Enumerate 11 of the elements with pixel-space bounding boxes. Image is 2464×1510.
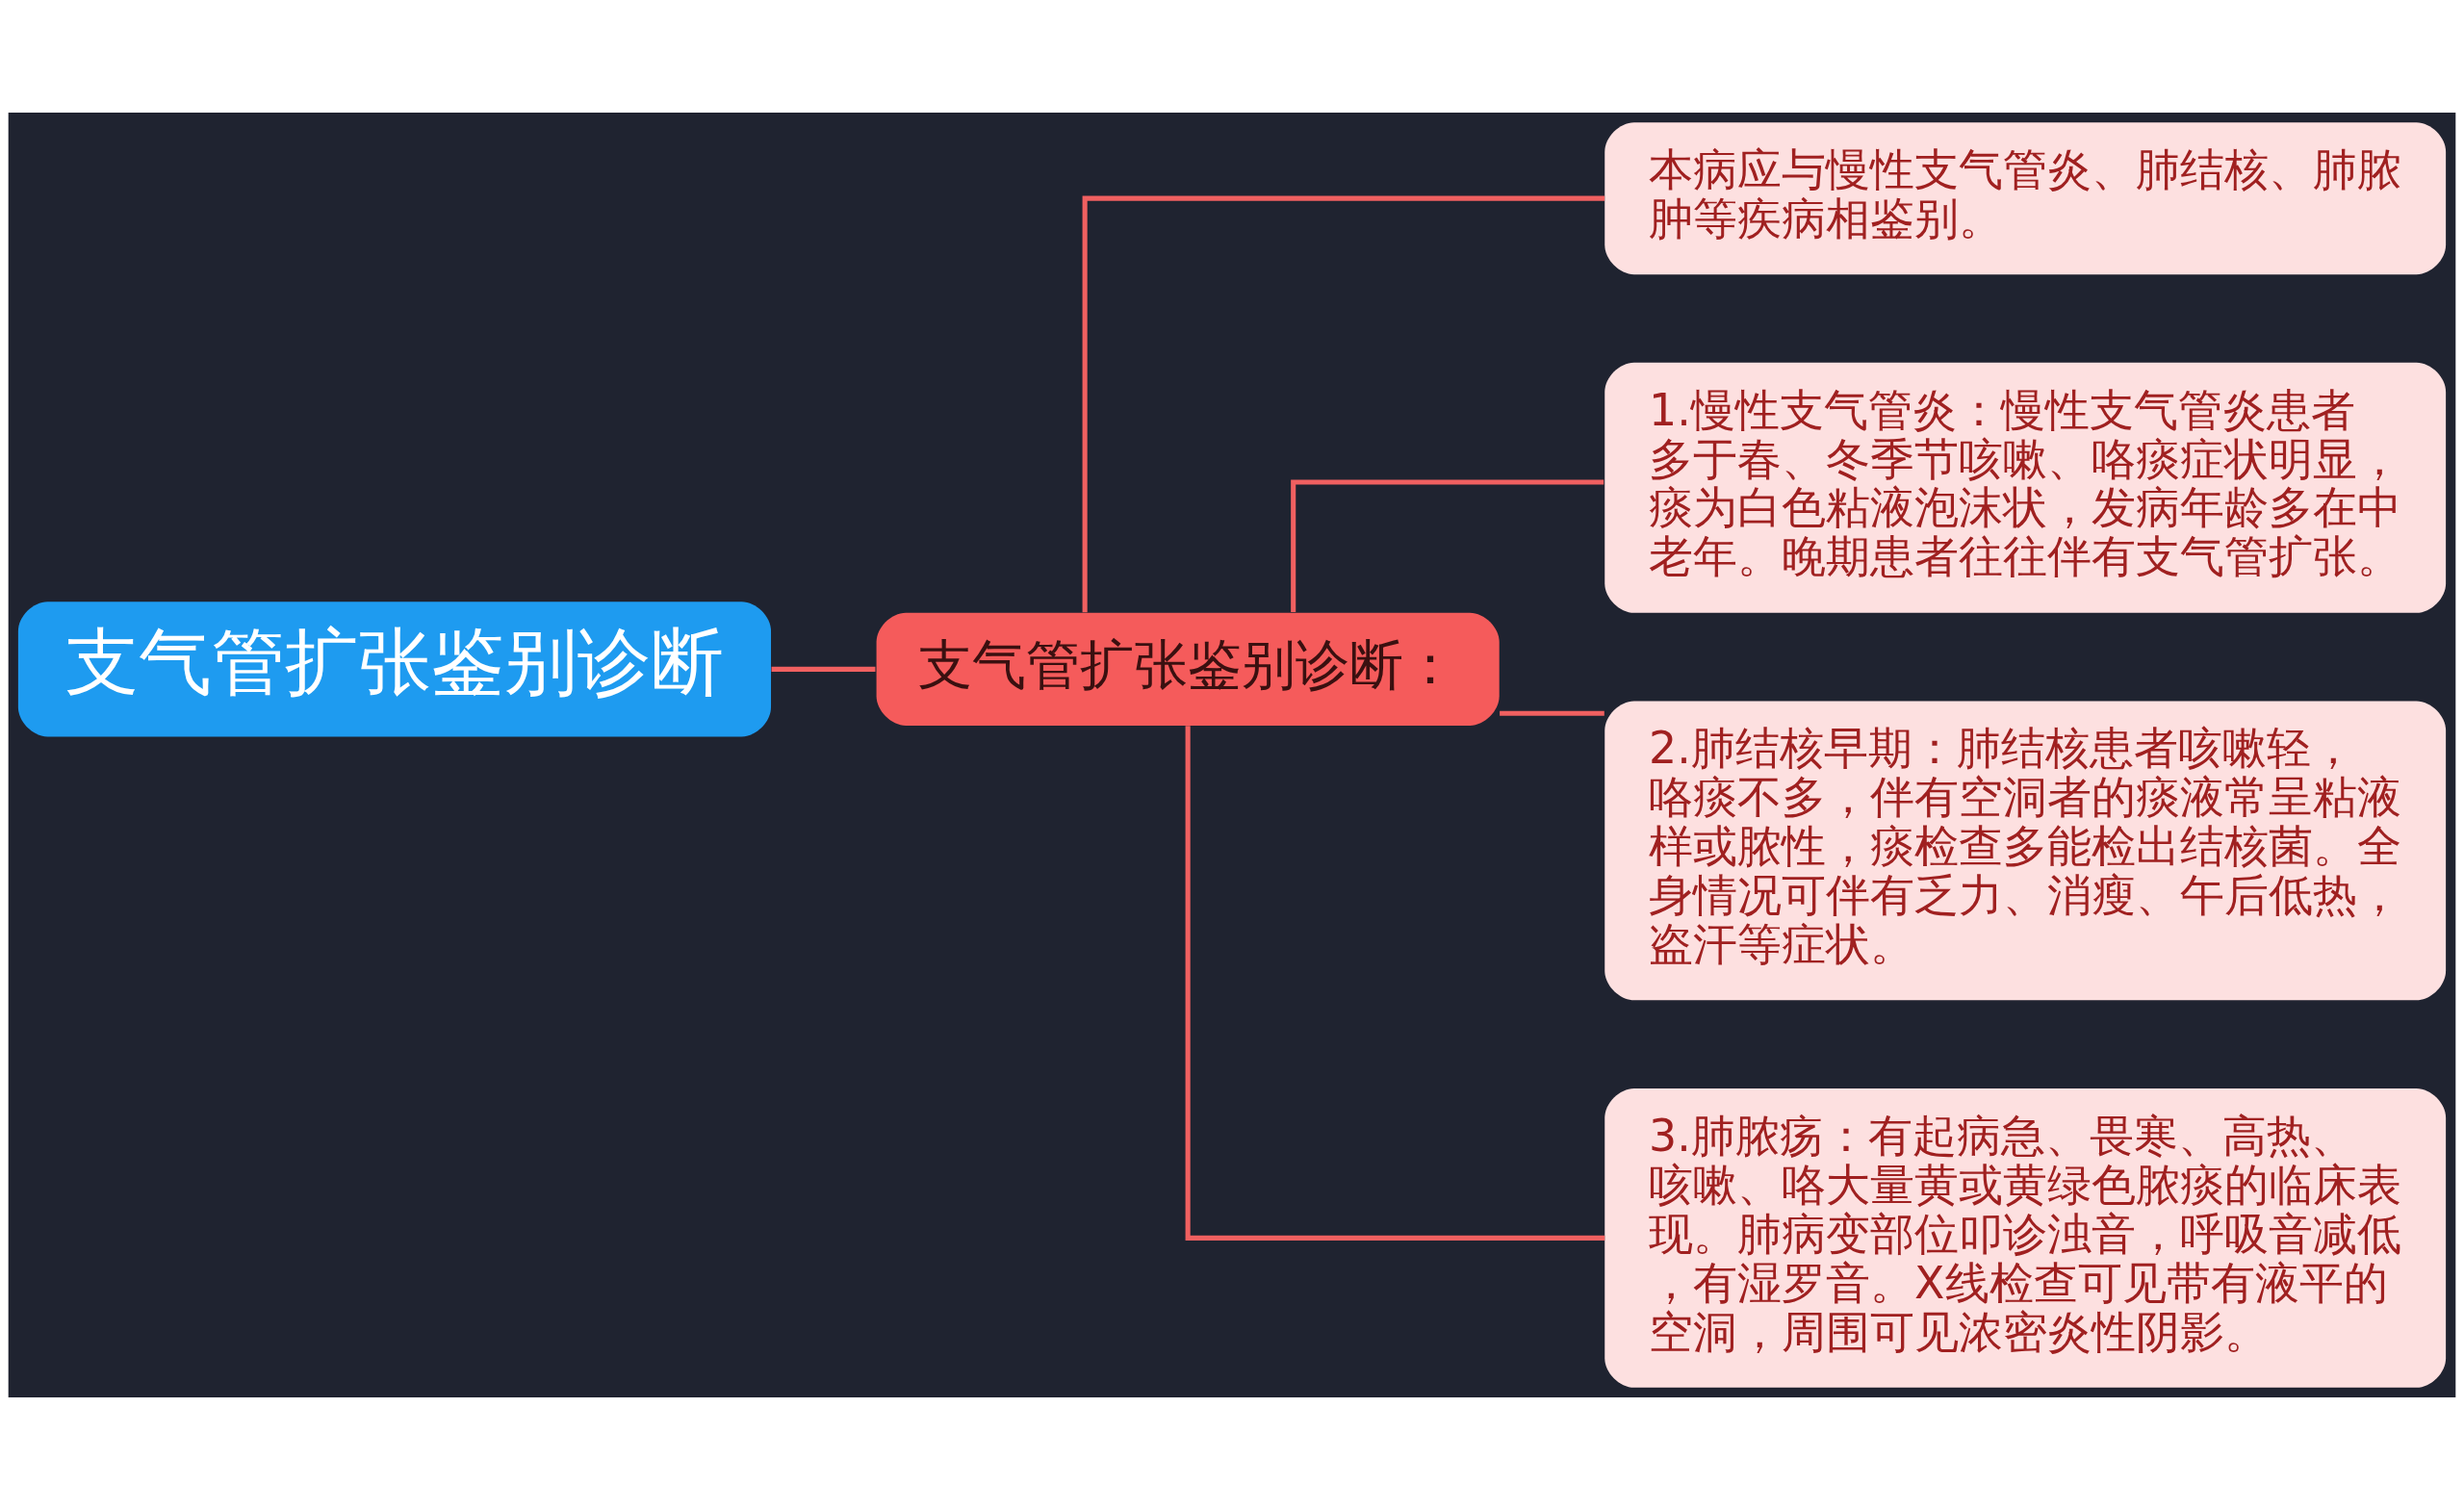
connector bbox=[1500, 710, 1604, 716]
connector bbox=[771, 666, 876, 672]
node-box: 2.肺结核早期：肺结核患者咳嗽轻，咯痰不多，伴有空洞者的痰液常呈粘液样或脓性，痰检查多能检出结核菌。全身情况可伴有乏力、消瘦、午后低热，盗汗等症状。 bbox=[1604, 701, 2447, 1001]
node-box: 本病应与慢性支气管炎、肺结核、肺脓肿等疾病相鉴别。 bbox=[1604, 122, 2447, 275]
node-box: 3.肺脓疡：有起病急、畏寒、高热、咳嗽、咯大量黄或黄绿色脓痰的临床表现。肺病变部位叩诊浊音，呼吸音减低，有湿罗音。X线检查可见带有液平的空洞，周围可见浓密炎性阴影。 bbox=[1604, 1088, 2447, 1388]
node-box: 支气管扩张鉴别诊断 bbox=[17, 601, 772, 737]
node-box: 1.慢性支气管炎：慢性支气管炎患者多于春、冬季节咳嗽、咯痰症状明显，痰为白色粘液泡沫状，发病年龄多在中老年。晚期患者往往伴有支气管扩张。 bbox=[1604, 362, 2447, 613]
node-box: 支气管扩张鉴别诊断： bbox=[876, 612, 1500, 726]
connector bbox=[1185, 726, 1605, 1241]
connector bbox=[1291, 479, 1604, 612]
connector bbox=[1082, 195, 1605, 613]
